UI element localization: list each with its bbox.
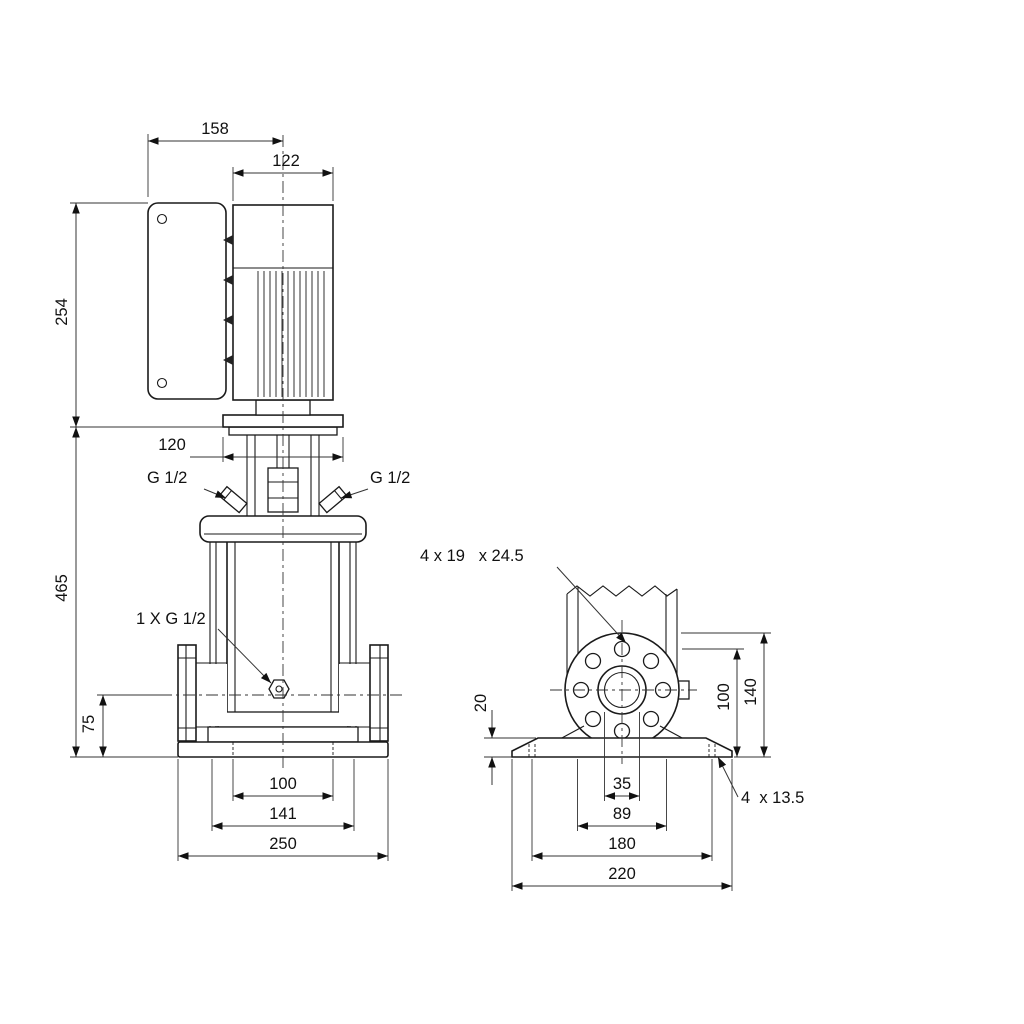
dimension-lines-end bbox=[488, 633, 768, 890]
dim-pump-height-label: 465 bbox=[53, 574, 71, 602]
drain-plug-label: 1 X G 1/2 bbox=[136, 610, 206, 628]
dim-bore-label: 35 bbox=[613, 775, 631, 793]
plug-right-label: G 1/2 bbox=[370, 469, 410, 487]
vent-plug-right bbox=[318, 485, 348, 514]
leader-lines-end bbox=[556, 566, 739, 798]
foot-holes-label: 4 x 13.5 bbox=[741, 789, 804, 807]
port-flange-face bbox=[564, 632, 680, 748]
vent-plug-left bbox=[218, 485, 248, 514]
dim-flange-width-label: 120 bbox=[158, 436, 186, 454]
screw-icon bbox=[156, 377, 168, 389]
base-foot bbox=[511, 737, 733, 758]
drain-plug bbox=[268, 679, 290, 699]
dim-base-mid-label: 141 bbox=[269, 805, 297, 823]
bolt-hole bbox=[642, 710, 660, 728]
extension-lines-side bbox=[70, 134, 389, 861]
leader-lines-side bbox=[203, 488, 369, 684]
break-line bbox=[566, 585, 678, 597]
dimension-lines-side bbox=[72, 137, 388, 860]
dim-height-100-label: 100 bbox=[715, 683, 733, 711]
dim-motor-width-label: 122 bbox=[272, 152, 300, 170]
extension-lines-end bbox=[484, 632, 771, 891]
skirt-left bbox=[559, 725, 585, 740]
dim-base-holes-label: 100 bbox=[269, 775, 297, 793]
suction-port bbox=[177, 644, 227, 742]
plug-left-label: G 1/2 bbox=[147, 469, 187, 487]
dim-column-width-label: 89 bbox=[613, 805, 631, 823]
dim-base-length-label: 250 bbox=[269, 835, 297, 853]
dim-base-thickness-label: 20 bbox=[472, 694, 490, 712]
motor-flange bbox=[222, 399, 344, 436]
dim-box-width-label: 158 bbox=[201, 120, 229, 138]
discharge-port bbox=[339, 644, 389, 742]
flange-holes-label: 4 x 19 x 24.5 bbox=[420, 547, 524, 565]
skirt-right bbox=[659, 725, 685, 740]
motor-clips bbox=[223, 235, 233, 365]
side-view: 158 122 254 120 465 75 G 1/2 G 1/2 1 X G… bbox=[53, 120, 410, 861]
bolt-hole bbox=[584, 710, 602, 728]
motor-fins bbox=[257, 271, 325, 397]
dim-motor-height-label: 254 bbox=[53, 298, 71, 326]
screw-icon bbox=[156, 213, 168, 225]
bolt-hole bbox=[584, 652, 602, 670]
bolt-hole bbox=[642, 652, 660, 670]
dim-height-140-label: 140 bbox=[742, 678, 760, 706]
dim-base-width-label: 220 bbox=[608, 865, 636, 883]
dim-port-height-label: 75 bbox=[80, 715, 98, 733]
dim-hole-spacing-label: 180 bbox=[608, 835, 636, 853]
end-view: 4 x 19 x 24.5 20 100 140 35 89 180 220 4… bbox=[420, 547, 804, 891]
control-box bbox=[147, 202, 227, 400]
